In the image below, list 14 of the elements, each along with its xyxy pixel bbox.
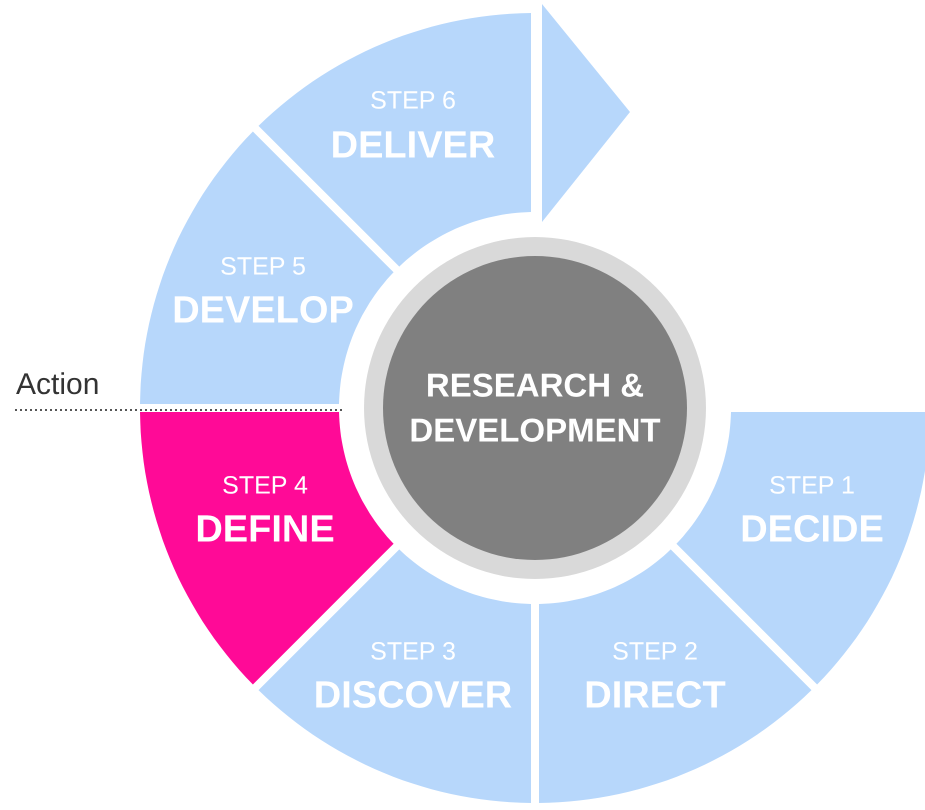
step-title: DISCOVER <box>314 674 512 718</box>
step-title: DIRECT <box>584 674 726 718</box>
step-number: STEP 6 <box>370 86 456 116</box>
center-title: RESEARCH & DEVELOPMENT <box>408 365 662 450</box>
step-number: STEP 5 <box>220 252 306 282</box>
step-number: STEP 1 <box>769 472 855 500</box>
axis-label: Action <box>16 368 100 402</box>
step-number: STEP 4 <box>222 472 308 500</box>
step-title: DELIVER <box>330 124 496 168</box>
step-number: STEP 3 <box>370 638 456 666</box>
step-title: DECIDE <box>740 508 884 552</box>
step-title: DEFINE <box>195 508 335 552</box>
step-number: STEP 2 <box>612 638 698 666</box>
step-title: DEVELOP <box>172 290 354 332</box>
